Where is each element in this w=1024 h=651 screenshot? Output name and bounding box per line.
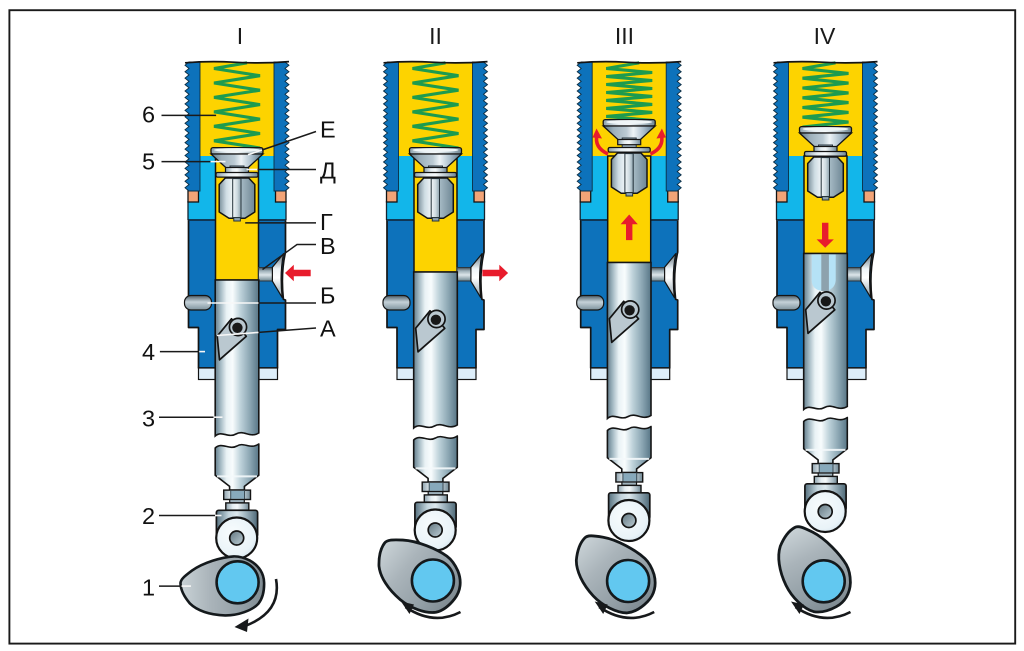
svg-text:3: 3 (142, 405, 155, 431)
svg-text:Г: Г (320, 209, 333, 235)
svg-text:II: II (429, 23, 442, 49)
svg-text:5: 5 (142, 149, 155, 175)
svg-text:4: 4 (142, 339, 155, 365)
svg-text:1: 1 (142, 575, 155, 601)
svg-text:А: А (320, 316, 336, 342)
svg-text:Б: Б (320, 283, 335, 309)
svg-text:IV: IV (814, 23, 836, 49)
svg-text:2: 2 (142, 503, 155, 529)
svg-text:6: 6 (142, 102, 155, 128)
svg-text:I: I (237, 23, 243, 49)
svg-text:Е: Е (320, 117, 336, 143)
svg-text:Д: Д (320, 158, 336, 184)
svg-text:В: В (320, 233, 336, 259)
svg-text:III: III (615, 23, 634, 49)
